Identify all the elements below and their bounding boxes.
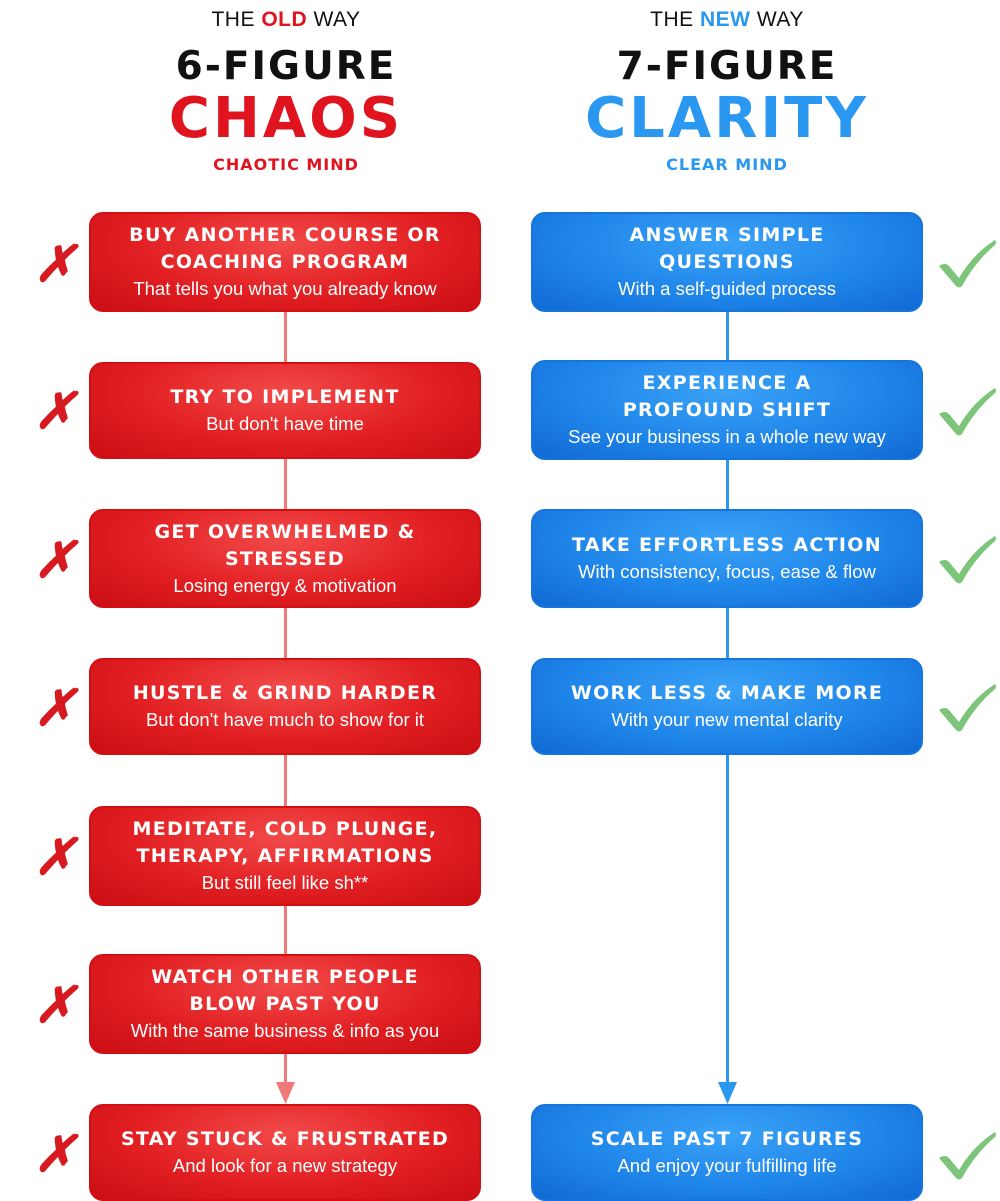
step-desc: With consistency, focus, ease & flow [578, 561, 876, 582]
step-desc: With the same business & info as you [130, 1020, 440, 1041]
step-title: MEDITATE, COLD PLUNGE, THERAPY, AFFIRMAT… [132, 818, 438, 867]
x-mark-icon: ✗ [34, 827, 76, 886]
old-step-5: MEDITATE, COLD PLUNGE, THERAPY, AFFIRMAT… [89, 806, 481, 906]
old-way-figure: 6-FIGURE [175, 44, 397, 89]
kicker-post: WAY [307, 8, 361, 31]
old-step-2: TRY TO IMPLEMENT But don't have time [89, 362, 481, 459]
kicker-post: WAY [750, 8, 804, 31]
old-way-kicker: THE OLD WAY [86, 8, 486, 32]
old-step-3: GET OVERWHELMED & STRESSED Losing energy… [89, 509, 481, 608]
old-way-arrowhead [276, 1082, 295, 1104]
old-step-1: BUY ANOTHER COURSE OR COACHING PROGRAM T… [89, 212, 481, 312]
step-desc: That tells you what you already know [133, 278, 437, 299]
step-title: GET OVERWHELMED & STRESSED [154, 520, 416, 570]
x-mark-icon: ✗ [34, 975, 76, 1034]
new-step-1: ANSWER SIMPLE QUESTIONS With a self-guid… [531, 212, 923, 312]
x-mark-icon: ✗ [34, 678, 76, 737]
check-mark-icon [939, 240, 996, 288]
new-way-big-word: CLARITY [585, 86, 869, 151]
step-title: WORK LESS & MAKE MORE [570, 682, 884, 704]
old-way-big-word: CHAOS [168, 86, 404, 151]
x-mark-icon: ✗ [34, 234, 76, 293]
x-mark-icon: ✗ [34, 381, 76, 440]
new-step-2: EXPERIENCE A PROFOUND SHIFT See your bus… [531, 360, 923, 460]
step-desc: But still feel like sh** [201, 872, 369, 893]
x-mark-icon: ✗ [34, 530, 76, 589]
step-title: BUY ANOTHER COURSE OR COACHING PROGRAM [129, 224, 441, 273]
step-title: ANSWER SIMPLE QUESTIONS [629, 224, 825, 273]
step-title: TRY TO IMPLEMENT [170, 386, 400, 408]
step-desc: But don't have much to show for it [145, 709, 425, 730]
old-step-4: HUSTLE & GRIND HARDER But don't have muc… [89, 658, 481, 755]
step-desc: And enjoy your fulfilling life [617, 1155, 837, 1176]
kicker-pre: THE [650, 8, 700, 31]
step-desc: With your new mental clarity [611, 709, 843, 730]
step-desc: With a self-guided process [618, 278, 836, 299]
check-mark-icon [939, 684, 996, 732]
step-title: STAY STUCK & FRUSTRATED [120, 1128, 450, 1150]
check-mark-icon [939, 1132, 996, 1180]
check-mark-icon [939, 388, 996, 436]
new-way-subtitle: CLEAR MIND [666, 155, 788, 174]
step-title: TAKE EFFORTLESS ACTION [572, 534, 882, 556]
kicker-pre: THE [211, 8, 262, 31]
step-desc: Losing energy & motivation [173, 574, 397, 596]
old-step-6: WATCH OTHER PEOPLE BLOW PAST YOU With th… [89, 954, 481, 1054]
step-desc: And look for a new strategy [172, 1155, 398, 1176]
kicker-highlight: OLD [261, 8, 308, 31]
kicker-highlight: NEW [700, 8, 751, 31]
x-mark-icon: ✗ [34, 1124, 76, 1183]
new-step-4: WORK LESS & MAKE MORE With your new ment… [531, 658, 923, 755]
new-way-arrowhead [718, 1082, 737, 1104]
new-step-3: TAKE EFFORTLESS ACTION With consistency,… [531, 509, 923, 608]
step-title: SCALE PAST 7 FIGURES [590, 1128, 864, 1150]
new-step-5: SCALE PAST 7 FIGURES And enjoy your fulf… [531, 1104, 923, 1201]
old-way-subtitle: CHAOTIC MIND [213, 155, 359, 174]
step-title: WATCH OTHER PEOPLE BLOW PAST YOU [151, 966, 419, 1015]
new-way-figure: 7-FIGURE [616, 44, 838, 89]
old-step-7: STAY STUCK & FRUSTRATED And look for a n… [89, 1104, 481, 1201]
step-title: EXPERIENCE A PROFOUND SHIFT [622, 372, 832, 421]
new-way-kicker: THE NEW WAY [527, 8, 927, 32]
step-title: HUSTLE & GRIND HARDER [132, 682, 438, 704]
step-desc: But don't have time [206, 413, 364, 434]
check-mark-icon [939, 536, 996, 584]
step-desc: See your business in a whole new way [568, 426, 886, 447]
